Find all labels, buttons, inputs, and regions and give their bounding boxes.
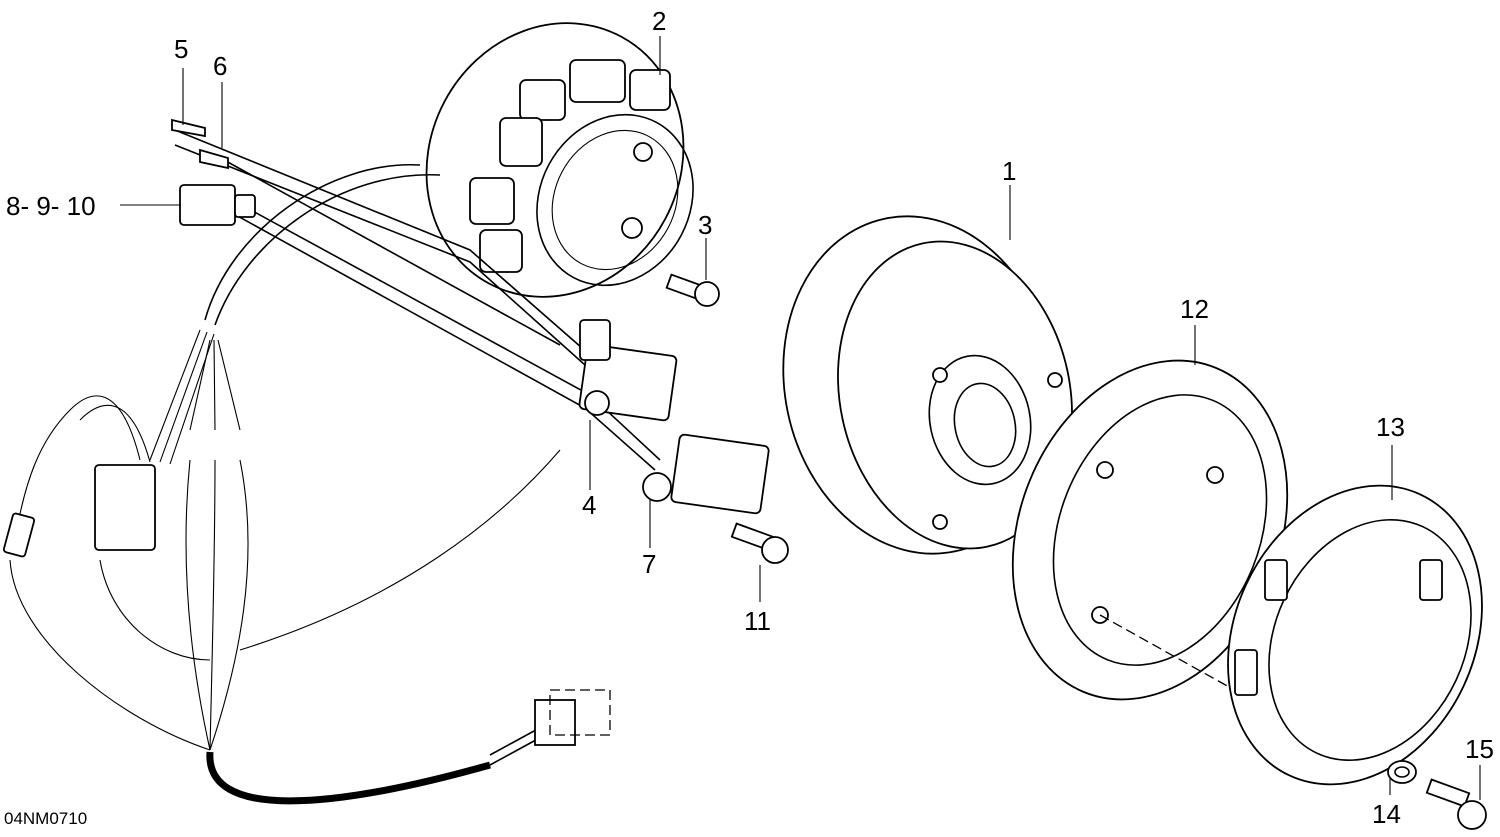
drawing-code: 04NM0710 [4, 809, 87, 828]
stator-coils [469, 59, 671, 273]
connector-block [534, 689, 611, 746]
callout-1: 1 [1002, 156, 1016, 186]
screw-part-11 [730, 522, 789, 564]
callout-12: 12 [1180, 294, 1209, 324]
flywheel [782, 215, 1073, 555]
callout-labels: 1 2 3 4 5 6 7 8- 9- 10 11 12 13 14 15 04… [4, 6, 1494, 829]
stator-assembly [425, 22, 694, 298]
callout-4: 4 [582, 490, 596, 520]
bolt-part-15 [1425, 778, 1487, 830]
callout-6: 6 [213, 51, 227, 81]
multi-pin-connector [94, 464, 156, 551]
flywheel-cover [1227, 484, 1483, 786]
washer-part-14 [1387, 760, 1417, 784]
callout-8-9-10: 8- 9- 10 [6, 191, 96, 221]
callout-3: 3 [698, 210, 712, 240]
trigger-coil [578, 319, 678, 422]
callout-2: 2 [652, 6, 666, 36]
callout-13: 13 [1376, 412, 1405, 442]
callout-5: 5 [174, 34, 188, 64]
sensor-part-7 [642, 433, 770, 515]
leader-lines [120, 36, 1481, 800]
callout-15: 15 [1465, 734, 1494, 764]
callout-14: 14 [1372, 799, 1401, 829]
wiring-harness [2, 118, 661, 805]
callout-11: 11 [744, 606, 771, 636]
callout-7: 7 [642, 549, 656, 579]
screw-part-3 [665, 273, 720, 307]
